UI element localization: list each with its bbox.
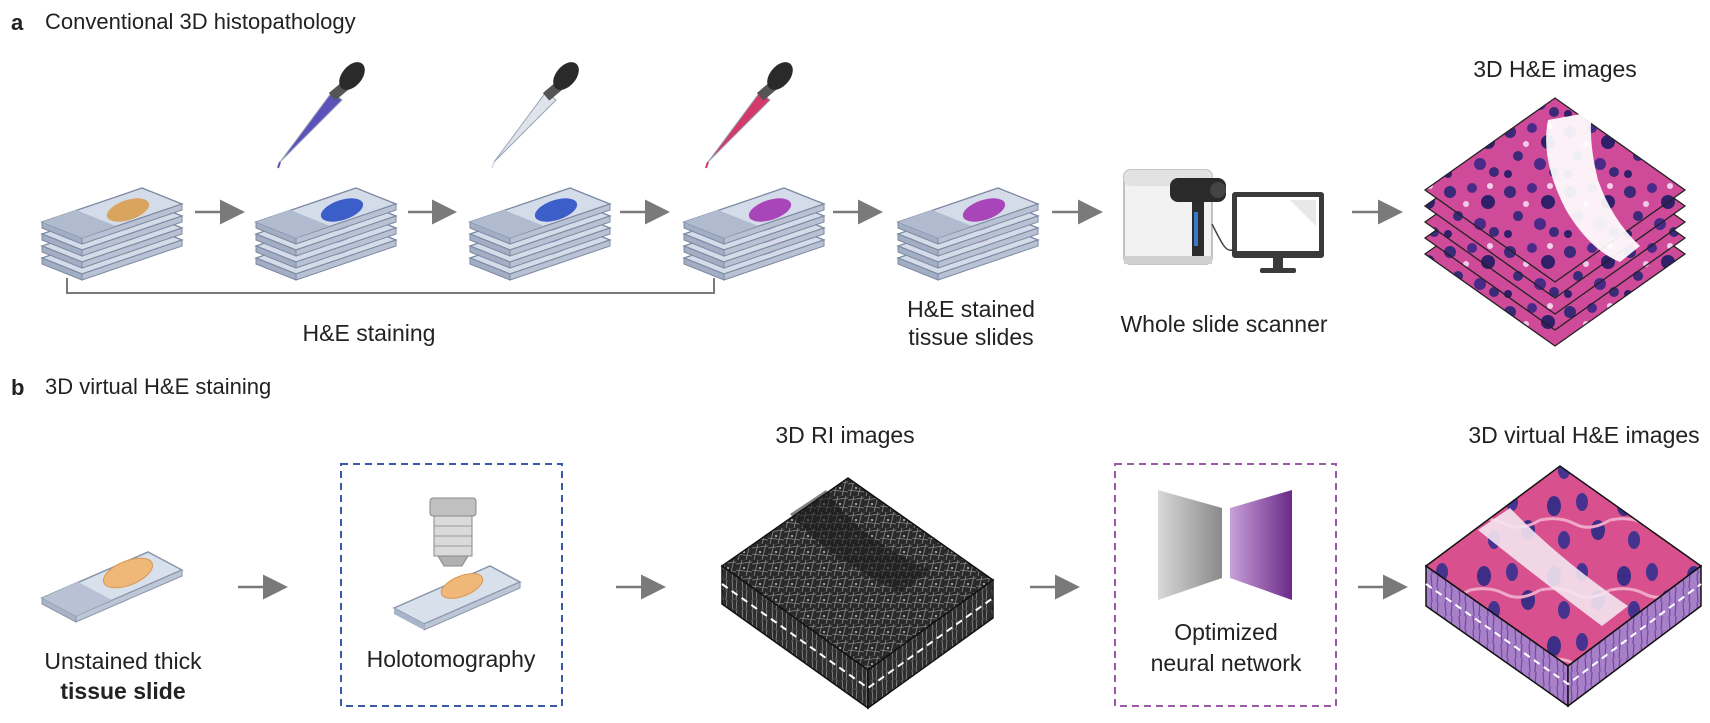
slide-stack-1	[40, 187, 184, 281]
tissue-stain	[748, 198, 792, 222]
staining-bracket	[66, 278, 715, 294]
slide-edge	[723, 215, 825, 257]
panel-a-title: Conventional 3D histopathology	[45, 9, 356, 34]
panel-b-letter: b	[11, 375, 25, 400]
virtual-he-cube	[1424, 465, 1703, 708]
network-label-line1: Optimized	[1174, 619, 1278, 645]
stained-slides-label-line2: tissue slides	[908, 324, 1034, 350]
scanner-label: Whole slide scanner	[1120, 311, 1328, 337]
dropper-icon-1	[277, 62, 365, 169]
he-images-label: 3D H&E images	[1473, 56, 1637, 82]
objective-lens-icon	[429, 497, 477, 567]
slide-edge	[81, 239, 183, 281]
neural-network-box	[1114, 463, 1337, 707]
staining-label: H&E staining	[302, 320, 436, 346]
slide-edge	[81, 215, 183, 257]
slide-stack-4	[682, 187, 826, 281]
encoder-shape	[1158, 490, 1222, 600]
network-label-line2: neural network	[1150, 650, 1302, 676]
slide-edge	[509, 239, 611, 281]
tissue-stain	[320, 198, 364, 222]
dropper-icon-2	[491, 62, 579, 169]
slide-edge	[295, 215, 397, 257]
slide-edge	[937, 203, 1039, 245]
slide-edge	[295, 227, 397, 269]
panel-b-title: 3D virtual H&E staining	[45, 374, 272, 399]
slide-edge	[81, 203, 183, 245]
slide-edge	[937, 215, 1039, 257]
unstained-label-line1: Unstained thick	[44, 648, 202, 674]
slide-edge	[723, 203, 825, 245]
slide-stack-5	[896, 187, 1040, 281]
slide-edge	[509, 203, 611, 245]
unstained-slide-icon	[40, 551, 184, 623]
slide-label-area	[256, 210, 330, 238]
he-lumen	[1546, 112, 1640, 262]
holo-slide-icon	[392, 565, 522, 631]
ri-images-label: 3D RI images	[775, 422, 915, 448]
tissue-sample	[102, 557, 154, 589]
slide-stacks	[40, 187, 1040, 281]
decoder-shape	[1230, 490, 1292, 600]
tissue-stain	[534, 198, 578, 222]
slide-edge	[295, 203, 397, 245]
stained-slides-label-line1: H&E stained	[907, 296, 1035, 322]
tissue-stain	[962, 198, 1006, 222]
slide-edge	[509, 227, 611, 269]
slide-label-area	[42, 210, 116, 238]
slide-stack-2	[254, 187, 398, 281]
holotomography-label: Holotomography	[366, 646, 536, 672]
slide-label-area	[684, 210, 758, 238]
holotomography-box	[340, 463, 563, 707]
virtual-he-label: 3D virtual H&E images	[1468, 422, 1700, 448]
slide-edge	[81, 227, 183, 269]
droppers	[277, 62, 793, 169]
tissue-stain	[106, 198, 150, 222]
ri-image-cube	[720, 477, 995, 710]
panel-a-letter: a	[11, 10, 24, 35]
slide-edge	[937, 227, 1039, 269]
slide-edge	[295, 239, 397, 281]
slide-label-area	[898, 210, 972, 238]
unstained-label-line2: tissue slide	[60, 678, 186, 704]
slide-edge	[509, 215, 611, 257]
he-image-stack	[1423, 97, 1687, 347]
slide-edge	[723, 227, 825, 269]
slide-edge	[937, 239, 1039, 281]
slide-edge	[723, 239, 825, 281]
slide-label-area	[470, 210, 544, 238]
dropper-icon-3	[705, 62, 793, 169]
scanner-icon	[1123, 169, 1226, 265]
slide-stack-3	[468, 187, 612, 281]
monitor-icon	[1211, 192, 1324, 273]
